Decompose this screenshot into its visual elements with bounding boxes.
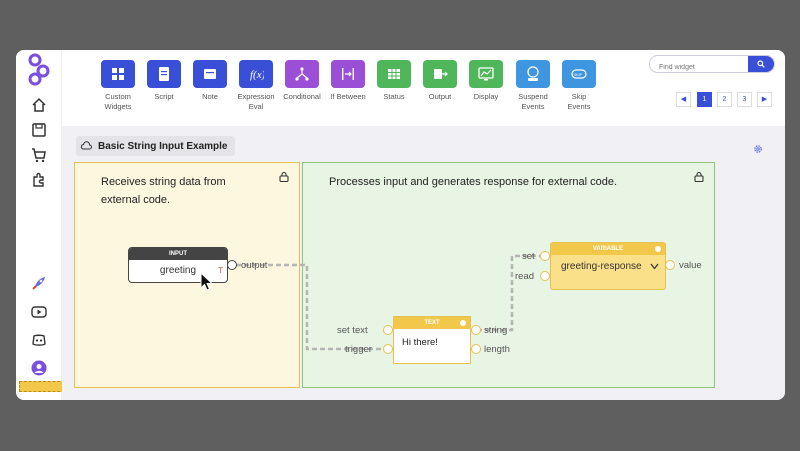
input-node[interactable]: INPUT greeting T bbox=[128, 247, 228, 283]
input-node-name: greeting bbox=[159, 265, 197, 276]
tool-label: Display bbox=[473, 92, 499, 101]
next-page-button[interactable]: ▶ bbox=[757, 92, 772, 107]
svg-text:f(x): f(x) bbox=[250, 69, 264, 81]
rocket-icon[interactable] bbox=[30, 274, 48, 292]
skip-icon: SKIP bbox=[562, 60, 596, 88]
branch-icon bbox=[285, 60, 319, 88]
tool-note[interactable]: Note bbox=[188, 60, 232, 102]
puzzle-icon[interactable] bbox=[30, 171, 48, 189]
cart-icon[interactable] bbox=[30, 146, 48, 164]
text-set-text-label: set text bbox=[337, 325, 368, 336]
tool-label: Note bbox=[202, 92, 218, 101]
page-2-button[interactable]: 2 bbox=[717, 92, 732, 107]
function-icon: f(x) bbox=[239, 60, 273, 88]
lock-icon[interactable] bbox=[279, 171, 289, 182]
variable-read-port[interactable] bbox=[540, 271, 550, 281]
sidebar bbox=[16, 50, 65, 400]
tool-if-between[interactable]: If Between bbox=[326, 60, 370, 102]
variable-value-port[interactable] bbox=[665, 260, 675, 270]
search-input[interactable] bbox=[650, 59, 748, 72]
tool-label: If Between bbox=[330, 92, 366, 101]
settings-gear-icon[interactable] bbox=[753, 144, 763, 154]
tool-label: Script bbox=[154, 92, 174, 101]
youtube-icon[interactable] bbox=[30, 303, 48, 321]
cloud-icon bbox=[80, 141, 92, 150]
script-icon bbox=[147, 60, 181, 88]
text-string-port[interactable] bbox=[471, 325, 481, 335]
tool-conditional[interactable]: Conditional bbox=[280, 60, 324, 102]
group-right-description: Processes input and generates response f… bbox=[329, 176, 618, 188]
variable-value-label: value bbox=[679, 260, 702, 271]
text-node-value[interactable]: Hi there! bbox=[402, 337, 438, 348]
input-output-label: output bbox=[241, 260, 268, 271]
display-icon bbox=[469, 60, 503, 88]
tool-status[interactable]: Status bbox=[372, 60, 416, 102]
home-icon[interactable] bbox=[30, 96, 48, 114]
variable-set-label: set bbox=[522, 251, 535, 262]
lock-icon[interactable] bbox=[694, 171, 704, 182]
chevron-down-icon bbox=[650, 263, 659, 270]
svg-text:SKIP: SKIP bbox=[574, 73, 583, 77]
page-1-button[interactable]: 1 bbox=[697, 92, 712, 107]
text-trigger-label: trigger bbox=[345, 344, 372, 355]
text-string-label: string bbox=[484, 325, 508, 336]
connection-wires bbox=[236, 254, 548, 351]
variable-node-menu-icon[interactable] bbox=[655, 246, 661, 252]
widget-search bbox=[649, 55, 775, 73]
text-length-label: length bbox=[484, 344, 510, 355]
variable-node[interactable]: VARIABLE greeting-response bbox=[550, 242, 666, 290]
user-avatar-icon[interactable] bbox=[30, 359, 48, 377]
text-node[interactable]: TEXT Hi there! bbox=[393, 316, 471, 364]
variable-node-header: VARIABLE bbox=[551, 243, 665, 255]
version-badge bbox=[19, 381, 65, 392]
tool-label: Output bbox=[428, 92, 452, 101]
note-icon bbox=[193, 60, 227, 88]
tool-display[interactable]: Display bbox=[464, 60, 508, 102]
grid-icon bbox=[101, 60, 135, 88]
output-icon bbox=[423, 60, 457, 88]
tool-label: Conditional bbox=[283, 92, 321, 101]
text-length-port[interactable] bbox=[471, 344, 481, 354]
between-icon bbox=[331, 60, 365, 88]
variable-set-port[interactable] bbox=[540, 251, 550, 261]
search-button[interactable] bbox=[748, 56, 774, 72]
canvas-title-tab[interactable]: Basic String Input Example bbox=[76, 136, 236, 156]
discord-icon[interactable] bbox=[30, 331, 48, 349]
string-type-icon: T bbox=[218, 266, 223, 275]
page-3-button[interactable]: 3 bbox=[737, 92, 752, 107]
tool-script[interactable]: Script bbox=[142, 60, 186, 102]
page-title: Basic String Input Example bbox=[98, 140, 228, 152]
text-node-header: TEXT bbox=[394, 317, 470, 329]
prev-page-button[interactable]: ◀ bbox=[676, 92, 691, 107]
app-logo[interactable] bbox=[26, 52, 52, 86]
mouse-cursor-icon bbox=[200, 272, 214, 291]
variable-name-value: greeting-response bbox=[561, 261, 642, 272]
group-left-description: Receives string data from external code. bbox=[101, 176, 226, 206]
search-icon bbox=[757, 60, 765, 68]
text-trigger-port[interactable] bbox=[383, 344, 393, 354]
variable-name-select[interactable]: greeting-response bbox=[551, 255, 665, 272]
tool-label: Status bbox=[383, 92, 405, 101]
text-set-text-port[interactable] bbox=[383, 325, 393, 335]
flow-canvas[interactable]: Basic String Input Example Receives stri… bbox=[62, 126, 785, 400]
variable-read-label: read bbox=[515, 271, 535, 282]
table-icon bbox=[377, 60, 411, 88]
tool-output[interactable]: Output bbox=[418, 60, 462, 102]
save-icon[interactable] bbox=[30, 121, 48, 139]
input-node-header: INPUT bbox=[129, 248, 227, 260]
suspend-icon bbox=[516, 60, 550, 88]
text-node-menu-icon[interactable] bbox=[460, 320, 466, 326]
input-output-port[interactable] bbox=[227, 260, 237, 270]
